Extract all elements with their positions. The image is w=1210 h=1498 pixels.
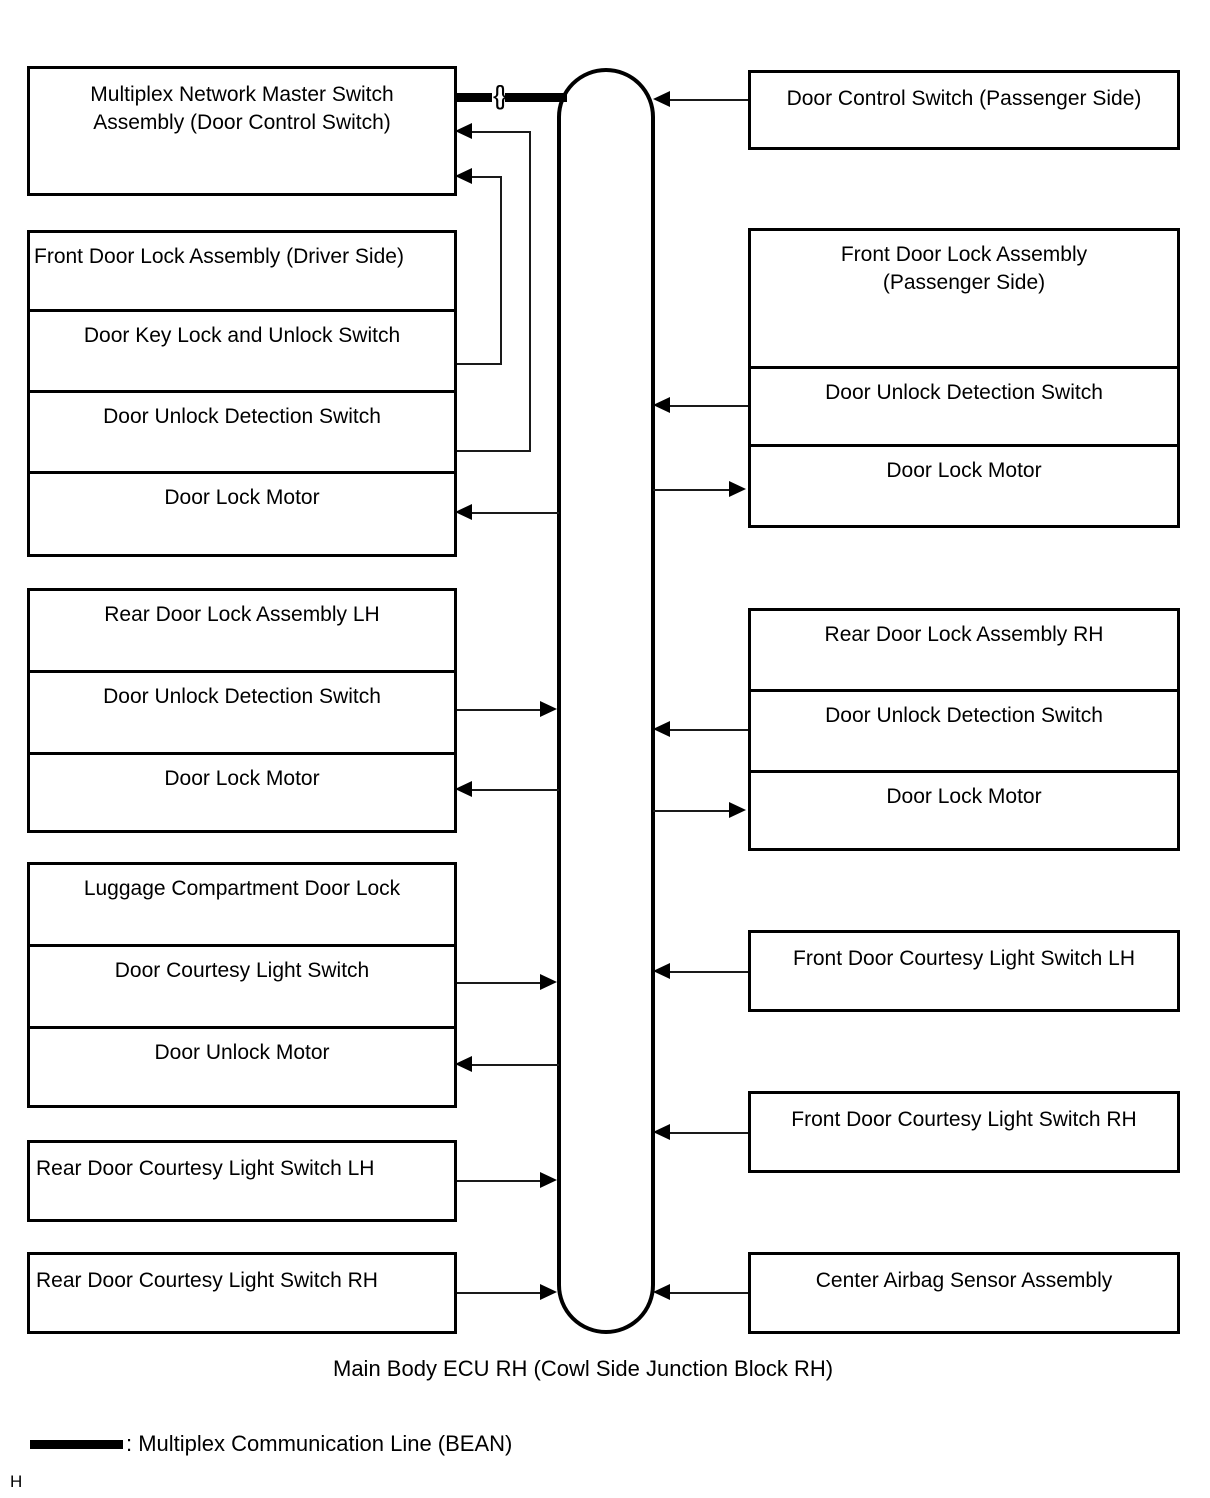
block-label: Front Door Courtesy Light Switch LH (793, 947, 1135, 970)
arrowhead-passenger-lock-motor (729, 481, 746, 497)
arrowhead-ecu-from-passenger-control-switch (653, 91, 670, 107)
connector-passenger-control-switch-to-ecu (670, 99, 748, 101)
cell-door-unlock-detection-switch-rear-rh: Door Unlock Detection Switch (751, 692, 1177, 773)
arrowhead-ecu-from-passenger-unlock-detect (653, 397, 670, 413)
connector-key-lock-switch-top (470, 131, 531, 133)
cell-label: Door Unlock Motor (154, 1041, 330, 1064)
cell-door-courtesy-light-switch-luggage: Door Courtesy Light Switch (30, 947, 454, 1029)
connector-luggage-courtesy-to-ecu (457, 982, 542, 984)
block-center-airbag-sensor-assembly: Center Airbag Sensor Assembly (748, 1252, 1180, 1334)
connector-front-courtesy-lh-to-ecu (670, 971, 748, 973)
cell-front-door-lock-assembly-passenger-title: Front Door Lock Assembly (Passenger Side… (751, 231, 1177, 369)
arrowhead-ecu-from-rear-courtesy-rh (540, 1284, 557, 1300)
arrowhead-ecu-from-front-courtesy-lh (653, 963, 670, 979)
block-front-door-courtesy-light-switch-rh: Front Door Courtesy Light Switch RH (748, 1091, 1180, 1173)
page-corner-mark: H (10, 1472, 23, 1491)
cell-label: Rear Door Lock Assembly LH (104, 603, 380, 626)
cell-label: Door Lock Motor (164, 486, 320, 509)
main-body-ecu-column (557, 68, 655, 1334)
cell-rear-door-lock-assembly-rh-title: Rear Door Lock Assembly RH (751, 611, 1177, 692)
block-label: Rear Door Courtesy Light Switch RH (36, 1269, 378, 1292)
cell-label: Door Lock Motor (886, 459, 1042, 482)
cell-label: Door Unlock Detection Switch (825, 381, 1103, 404)
arrowhead-ecu-from-rear-courtesy-lh (540, 1172, 557, 1188)
arrowhead-driver-lock-motor (455, 504, 472, 520)
arrowhead-to-master-switch-upper (455, 123, 472, 139)
block-rear-door-courtesy-light-switch-lh: Rear Door Courtesy Light Switch LH (27, 1140, 457, 1222)
connector-unlock-detect-vertical (500, 176, 502, 364)
cell-label: Door Lock Motor (886, 785, 1042, 808)
arrowhead-luggage-unlock-motor (455, 1056, 472, 1072)
cell-door-unlock-detection-switch-driver: Door Unlock Detection Switch (30, 393, 454, 474)
group-luggage-compartment-door-lock: Luggage Compartment Door Lock Door Court… (27, 862, 457, 1108)
cell-luggage-compartment-door-lock-title: Luggage Compartment Door Lock (30, 865, 454, 947)
group-rear-door-lock-assembly-lh: Rear Door Lock Assembly LH Door Unlock D… (27, 588, 457, 833)
group-rear-door-lock-assembly-rh: Rear Door Lock Assembly RH Door Unlock D… (748, 608, 1180, 851)
connector-rear-rh-unlock-detect-to-ecu (670, 729, 748, 731)
cell-door-unlock-detection-switch-rear-lh: Door Unlock Detection Switch (30, 673, 454, 755)
connector-front-courtesy-rh-to-ecu (670, 1132, 748, 1134)
connector-rear-courtesy-rh-to-ecu (457, 1292, 542, 1294)
block-front-door-courtesy-light-switch-lh: Front Door Courtesy Light Switch LH (748, 930, 1180, 1012)
connector-ecu-to-driver-lock-motor (472, 512, 559, 514)
connector-airbag-sensor-to-ecu (670, 1292, 748, 1294)
cell-door-lock-motor-driver: Door Lock Motor (30, 474, 454, 554)
arrowhead-ecu-from-luggage-courtesy (540, 974, 557, 990)
connector-rear-courtesy-lh-to-ecu (457, 1180, 542, 1182)
arrowhead-ecu-from-airbag-sensor (653, 1284, 670, 1300)
cell-door-lock-motor-rear-lh: Door Lock Motor (30, 755, 454, 836)
bean-break-symbol: {} (492, 80, 507, 110)
connector-unlock-detect-top (470, 176, 502, 178)
cell-door-key-lock-and-unlock-switch: Door Key Lock and Unlock Switch (30, 312, 454, 393)
block-label: Multiplex Network Master Switch Assembly… (90, 83, 394, 134)
arrowhead-ecu-from-rear-lh-detect (540, 701, 557, 717)
cell-door-unlock-detection-switch-passenger: Door Unlock Detection Switch (751, 369, 1177, 447)
arrowhead-ecu-from-rear-rh-detect (653, 721, 670, 737)
connector-ecu-to-rear-lh-lock-motor (472, 789, 559, 791)
legend-line-swatch (30, 1440, 123, 1449)
arrowhead-rear-rh-lock-motor (729, 802, 746, 818)
cell-label: Front Door Lock Assembly (Passenger Side… (840, 243, 1088, 294)
bean-multiplex-line (457, 93, 567, 102)
connector-unlock-detect-bottom (457, 363, 502, 365)
connector-ecu-to-rear-rh-lock-motor (653, 810, 731, 812)
cell-door-lock-motor-rear-rh: Door Lock Motor (751, 773, 1177, 854)
connector-key-lock-switch-vertical (529, 131, 531, 451)
block-multiplex-network-master-switch: Multiplex Network Master Switch Assembly… (27, 66, 457, 196)
cell-rear-door-lock-assembly-lh-title: Rear Door Lock Assembly LH (30, 591, 454, 673)
cell-label: Door Lock Motor (164, 767, 320, 790)
connector-rear-lh-unlock-detect-to-ecu (457, 709, 542, 711)
group-front-door-lock-assembly-passenger: Front Door Lock Assembly (Passenger Side… (748, 228, 1180, 528)
cell-label: Door Courtesy Light Switch (114, 959, 370, 982)
block-label: Front Door Courtesy Light Switch RH (791, 1108, 1137, 1131)
legend-label: : Multiplex Communication Line (BEAN) (126, 1431, 513, 1456)
cell-label: Luggage Compartment Door Lock (83, 877, 401, 900)
arrowhead-to-master-switch-lower (455, 168, 472, 184)
block-label: Door Control Switch (Passenger Side) (786, 87, 1142, 110)
block-door-control-switch-passenger: Door Control Switch (Passenger Side) (748, 70, 1180, 150)
connector-passenger-unlock-detect-to-ecu (670, 405, 748, 407)
cell-door-lock-motor-passenger: Door Lock Motor (751, 447, 1177, 525)
arrowhead-ecu-from-front-courtesy-rh (653, 1124, 670, 1140)
group-front-door-lock-assembly-driver: Front Door Lock Assembly (Driver Side) D… (27, 230, 457, 557)
ecu-caption: Main Body ECU RH (Cowl Side Junction Blo… (333, 1356, 834, 1381)
cell-label: Rear Door Lock Assembly RH (824, 623, 1104, 646)
block-rear-door-courtesy-light-switch-rh: Rear Door Courtesy Light Switch RH (27, 1252, 457, 1334)
cell-label: Door Unlock Detection Switch (103, 685, 381, 708)
block-label: Rear Door Courtesy Light Switch LH (36, 1157, 375, 1180)
cell-front-door-lock-assembly-driver-title: Front Door Lock Assembly (Driver Side) (30, 233, 454, 312)
cell-label: Front Door Lock Assembly (Driver Side) (34, 245, 404, 268)
cell-label: Door Key Lock and Unlock Switch (83, 324, 401, 347)
cell-label: Door Unlock Detection Switch (825, 704, 1103, 727)
cell-door-unlock-motor-luggage: Door Unlock Motor (30, 1029, 454, 1111)
block-label: Center Airbag Sensor Assembly (815, 1269, 1113, 1292)
connector-ecu-to-luggage-unlock-motor (472, 1064, 559, 1066)
connector-key-lock-switch-bottom (457, 450, 531, 452)
connector-ecu-to-passenger-lock-motor (653, 489, 731, 491)
cell-label: Door Unlock Detection Switch (103, 405, 381, 428)
arrowhead-rear-lh-lock-motor (455, 781, 472, 797)
